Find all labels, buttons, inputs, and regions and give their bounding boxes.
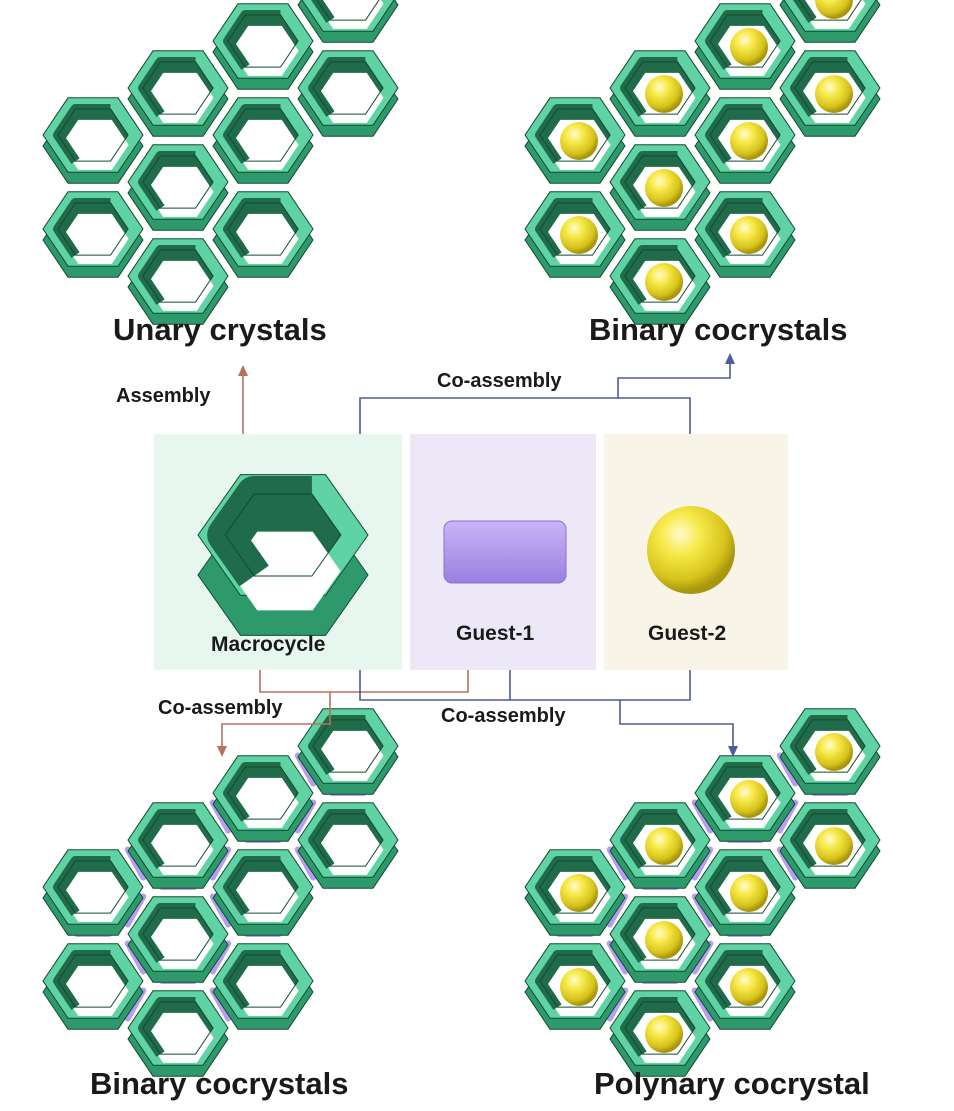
guest-sphere	[815, 0, 853, 19]
unary-crystals-cluster	[42, 0, 399, 325]
guest-sphere	[730, 122, 768, 160]
guest-sphere	[560, 122, 598, 160]
binary-cocrystals-sphere-cluster	[524, 0, 881, 325]
coassembly-top-arrow	[359, 397, 691, 434]
macrocycle-ring	[127, 990, 229, 1077]
guest-sphere	[560, 968, 598, 1006]
binary-cocrystals-rod-cluster	[42, 708, 399, 1077]
macrocycle-ring	[212, 3, 314, 90]
guest-sphere	[815, 75, 853, 113]
macrocycle-ring	[297, 0, 399, 43]
guest2-sphere-icon	[647, 506, 735, 594]
macrocycle-ring	[197, 474, 369, 636]
binary-cocrystals-title-top: Binary cocrystals	[589, 312, 848, 347]
coassembly-top-label: Co-assembly	[437, 370, 562, 392]
unary-crystals-title: Unary crystals	[113, 312, 327, 347]
macrocycle-ring	[127, 50, 229, 137]
macrocycle-ring	[127, 802, 229, 889]
guest-sphere	[645, 1015, 683, 1053]
coassembly-bottom-right-label: Co-assembly	[441, 705, 566, 727]
macrocycle-ring	[212, 943, 314, 1030]
macrocycle-ring	[42, 943, 144, 1030]
macrocycle-ring	[212, 849, 314, 936]
macrocycle-ring	[127, 144, 229, 231]
macrocycle-ring	[127, 896, 229, 983]
guest-sphere	[730, 216, 768, 254]
macrocycle-ring	[42, 191, 144, 278]
guest1-label: Guest-1	[456, 622, 535, 645]
coassembly-bottom-right-arrow	[359, 670, 691, 701]
guest-sphere	[645, 921, 683, 959]
guest-sphere	[560, 874, 598, 912]
macrocycle-ring	[297, 802, 399, 889]
guest-sphere	[645, 75, 683, 113]
guest-sphere	[560, 216, 598, 254]
assembly-label: Assembly	[116, 385, 211, 407]
coassembly-bottom-left-arrow	[259, 670, 469, 693]
guest-sphere	[645, 263, 683, 301]
polynary-cocrystal-title: Polynary cocrystal	[594, 1066, 870, 1101]
coassembly-bottom-left-label: Co-assembly	[158, 697, 283, 719]
macrocycle-label: Macrocycle	[211, 633, 326, 656]
macrocycle-ring	[297, 50, 399, 137]
macrocycle-icon	[197, 474, 369, 636]
polynary-cocrystal-cluster	[524, 708, 881, 1077]
guest1-rod-icon	[443, 520, 567, 584]
macrocycle-ring	[212, 755, 314, 842]
guest-sphere	[730, 28, 768, 66]
guest-sphere	[730, 780, 768, 818]
macrocycle-ring	[212, 97, 314, 184]
guest-sphere	[645, 169, 683, 207]
guest-sphere	[730, 874, 768, 912]
guest2-label: Guest-2	[648, 622, 727, 645]
binary-cocrystals-title-bottom: Binary cocrystals	[90, 1066, 349, 1101]
macrocycle-ring	[127, 238, 229, 325]
guest-sphere	[645, 827, 683, 865]
macrocycle-ring	[42, 97, 144, 184]
guest-sphere	[730, 968, 768, 1006]
macrocycle-ring	[212, 191, 314, 278]
guest-sphere	[815, 827, 853, 865]
guest-sphere	[815, 733, 853, 771]
macrocycle-ring	[42, 849, 144, 936]
macrocycle-ring	[297, 708, 399, 795]
